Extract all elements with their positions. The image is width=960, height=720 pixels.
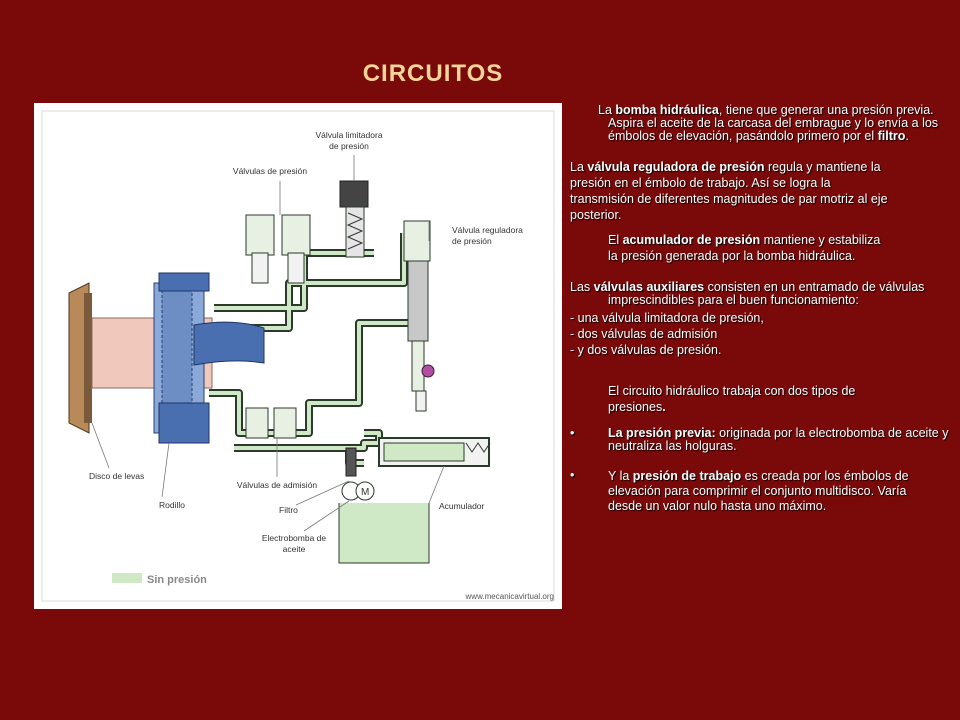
cam-disc-assembly: [68, 272, 265, 444]
limiter-valve: [339, 180, 369, 258]
leader-lines: [91, 155, 445, 532]
bullet-presion-trabajo: • Y la presión de trabajo es creada por …: [570, 469, 950, 514]
label-valvula-limitadora-2: de presión: [329, 141, 369, 151]
circuit-drawing: M Válvula limitadora de presión Válvulas…: [41, 110, 555, 602]
regulating-valve: [403, 220, 435, 412]
label-valvula-limitadora-1: Válvula limitadora: [315, 130, 382, 140]
label-filtro: Filtro: [279, 505, 298, 515]
watermark: www.mecanicavirtual.org: [465, 592, 554, 601]
paragraph-bomba: La bomba hidráulica, tiene que generar u…: [598, 103, 939, 143]
motor-symbol: M: [361, 487, 369, 498]
bullet-mark: •: [570, 468, 575, 482]
label-valvulas-admision: Válvulas de admisión: [237, 480, 318, 490]
paragraph-acumulador: El acumulador de presión mantiene y esta…: [608, 233, 881, 263]
bullet-mark: •: [570, 426, 575, 440]
hydraulic-circuit-diagram: M Válvula limitadora de presión Válvulas…: [34, 103, 562, 609]
accumulator: [378, 437, 491, 467]
list-item-presion: - y dos válvulas de presión.: [570, 343, 722, 357]
bullet-presion-previa: • La presión previa: originada por la el…: [570, 427, 950, 453]
label-disco-levas: Disco de levas: [89, 471, 144, 481]
slide-title: CIRCUITOS: [362, 60, 504, 87]
label-rodillo: Rodillo: [159, 500, 185, 510]
label-valvula-reguladora-2: de presión: [452, 236, 492, 246]
legend-sin-presion: Sin presión: [147, 574, 207, 586]
filter-and-pump: M: [338, 447, 430, 564]
label-electrobomba-2: aceite: [283, 544, 306, 554]
paragraph-valvula-reguladora: La válvula reguladora de presión regula …: [570, 160, 888, 222]
bullet-text: Y la presión de trabajo es creada por lo…: [608, 469, 909, 513]
text-column: La bomba hidráulica, tiene que generar u…: [570, 104, 950, 514]
label-electrobomba-1: Electrobomba de: [262, 533, 327, 543]
list-item-admision: - dos válvulas de admisión: [570, 327, 718, 341]
bullet-text: La presión previa: originada por la elec…: [608, 426, 949, 453]
legend-swatch: [112, 573, 142, 583]
list-item-limitadora: - una válvula limitadora de presión,: [570, 311, 764, 325]
label-acumulador: Acumulador: [439, 501, 485, 511]
paragraph-circuito: El circuito hidráulico trabaja con dos t…: [608, 384, 856, 414]
intake-valves: [245, 407, 297, 439]
pressure-valves: [245, 214, 311, 284]
label-valvulas-presion: Válvulas de presión: [233, 166, 307, 176]
paragraph-valvulas-auxiliares: Las válvulas auxiliares consisten en un …: [570, 280, 925, 307]
label-valvula-reguladora-1: Válvula reguladora: [452, 225, 523, 235]
legend: Sin presión: [112, 573, 207, 586]
